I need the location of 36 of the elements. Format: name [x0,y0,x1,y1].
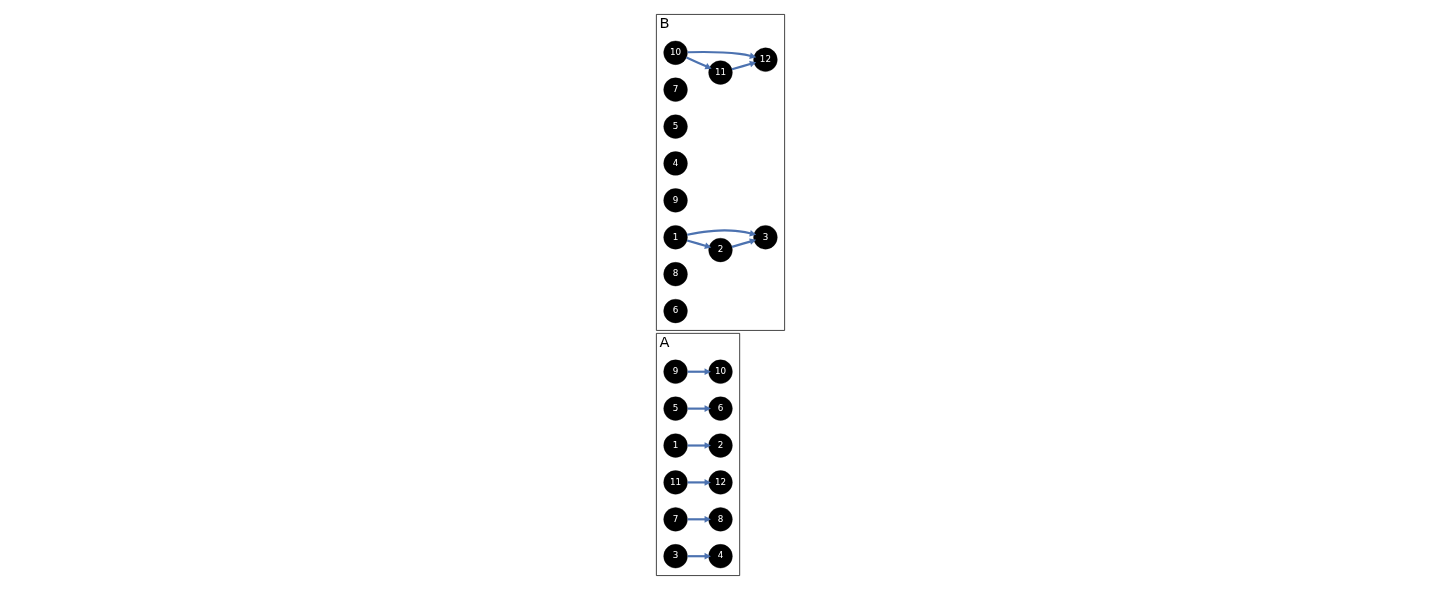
node-circle: 6 [707,396,733,421]
arrow [731,60,756,71]
node-circle: 4 [707,544,733,569]
arrow [686,50,756,59]
arrow [687,479,711,486]
arrow [686,239,711,249]
node-circle: 8 [707,507,733,532]
node-circle: 7 [663,507,688,532]
node-circle: 8 [663,262,688,287]
arrow [687,405,711,412]
node-circle: 9 [663,359,688,384]
node-circle: 5 [663,114,688,139]
node-circle: 1 [663,225,688,250]
node-circle: 6 [663,299,688,324]
node-circle: 10 [707,359,733,384]
node-circle: 1 [663,433,688,458]
node-circle: 9 [663,188,688,213]
arrow [687,442,711,449]
node-circle: 5 [663,396,688,421]
node-circle: 3 [663,544,688,569]
node-circle: 11 [663,470,688,495]
node-circle: 10 [663,40,688,65]
arrow [686,229,756,237]
arrow [685,56,712,70]
arrow [731,238,756,248]
node-circle: 7 [663,77,688,102]
node-circle: 3 [752,225,777,250]
node-circle: 2 [707,238,733,263]
node-circle: 11 [707,60,733,85]
arrow [687,515,711,523]
node-circle: 12 [752,47,777,72]
node-circle: 4 [663,151,688,176]
arrow [687,552,711,560]
arrow [687,368,711,376]
node-circle: 2 [707,433,733,458]
node-circle: 12 [707,470,733,495]
